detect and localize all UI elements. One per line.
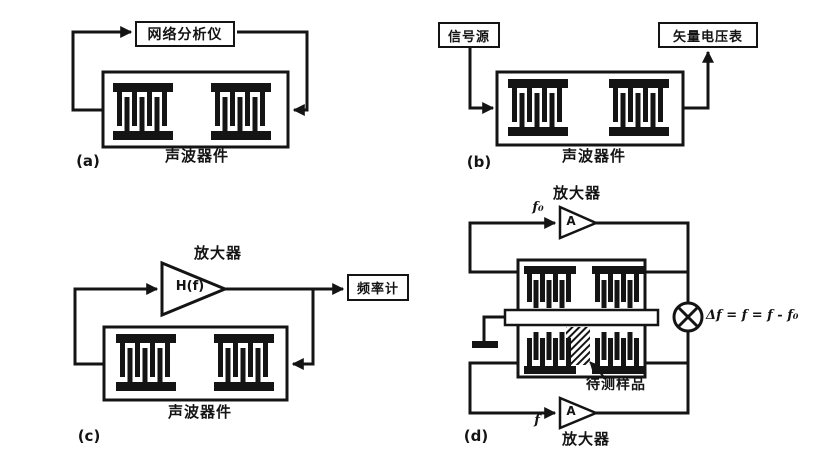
signal-source-box: 信号源	[438, 22, 500, 48]
device-label-b: 声波器件	[561, 147, 627, 165]
f-label: f	[534, 413, 540, 428]
amp-symbol-d-bottom: A	[566, 404, 576, 418]
saw-device-d	[503, 258, 660, 379]
panel-tag-a: (a)	[76, 152, 100, 170]
idt-icon	[524, 332, 576, 374]
amp-label-d-top: 放大器	[552, 184, 602, 202]
sample-label: 待测样品	[586, 377, 646, 393]
saw-device-c	[102, 325, 289, 402]
idt-icon	[508, 79, 568, 136]
panel-b-lines	[468, 48, 714, 114]
ground-icon	[472, 315, 505, 348]
network-analyzer-box: 网络分析仪	[135, 21, 235, 47]
amp-label-d-bottom: 放大器	[561, 430, 611, 448]
idt-icon	[116, 334, 176, 391]
panel-c-lines	[73, 283, 345, 370]
amplifier-triangle-c	[160, 260, 229, 318]
saw-device-b	[495, 70, 685, 147]
idt-icon	[609, 79, 669, 136]
panel-a-lines	[71, 26, 309, 116]
panel-tag-d: (d)	[463, 427, 489, 445]
idt-icon	[592, 266, 644, 308]
sample-pointer-arrow	[589, 361, 607, 380]
amplifier-triangle-d-top	[558, 205, 600, 240]
idt-icon	[214, 334, 274, 391]
frequency-counter-box: 频率计	[347, 274, 409, 301]
amp-label-c: 放大器	[193, 244, 243, 262]
amplifier-triangle-d-bottom	[558, 396, 600, 430]
f0-label: f₀	[532, 200, 544, 215]
idt-icon	[211, 83, 271, 140]
idt-icon	[113, 83, 173, 140]
idt-icon	[592, 332, 644, 374]
mixer-formula: Δf = f = f - f₀	[706, 308, 799, 323]
panel-d-lines	[468, 217, 690, 419]
panel-tag-b: (b)	[466, 153, 492, 171]
saw-device-a	[101, 70, 290, 149]
amp-symbol-d-top: A	[566, 214, 576, 228]
device-label-c: 声波器件	[167, 403, 233, 421]
idt-icon	[524, 266, 576, 308]
common-electrode-bar	[503, 308, 660, 327]
panel-tag-c: (c)	[77, 427, 101, 445]
device-label-a: 声波器件	[164, 147, 230, 165]
amp-gain-label: H(f)	[175, 279, 205, 294]
mixer-icon	[672, 301, 704, 333]
vector-voltmeter-box: 矢量电压表	[658, 22, 758, 48]
